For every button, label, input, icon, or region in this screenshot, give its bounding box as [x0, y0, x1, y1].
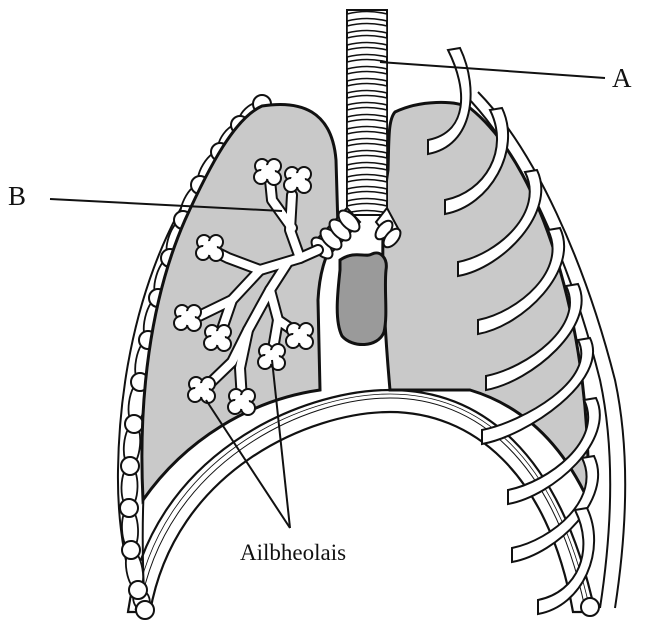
rib-knob — [125, 415, 143, 433]
trachea — [347, 10, 387, 215]
label-b: B — [8, 181, 26, 211]
rib-knob — [121, 457, 139, 475]
rib-knob — [120, 499, 138, 517]
rib-knob — [122, 541, 140, 559]
rib-knob — [129, 581, 147, 599]
heart — [337, 253, 386, 345]
rib-knob — [136, 601, 154, 619]
pointer-a — [380, 62, 605, 78]
rib-knob — [581, 598, 599, 616]
label-a: A — [612, 63, 632, 93]
label-alveoli: Ailbheolais — [240, 540, 346, 565]
